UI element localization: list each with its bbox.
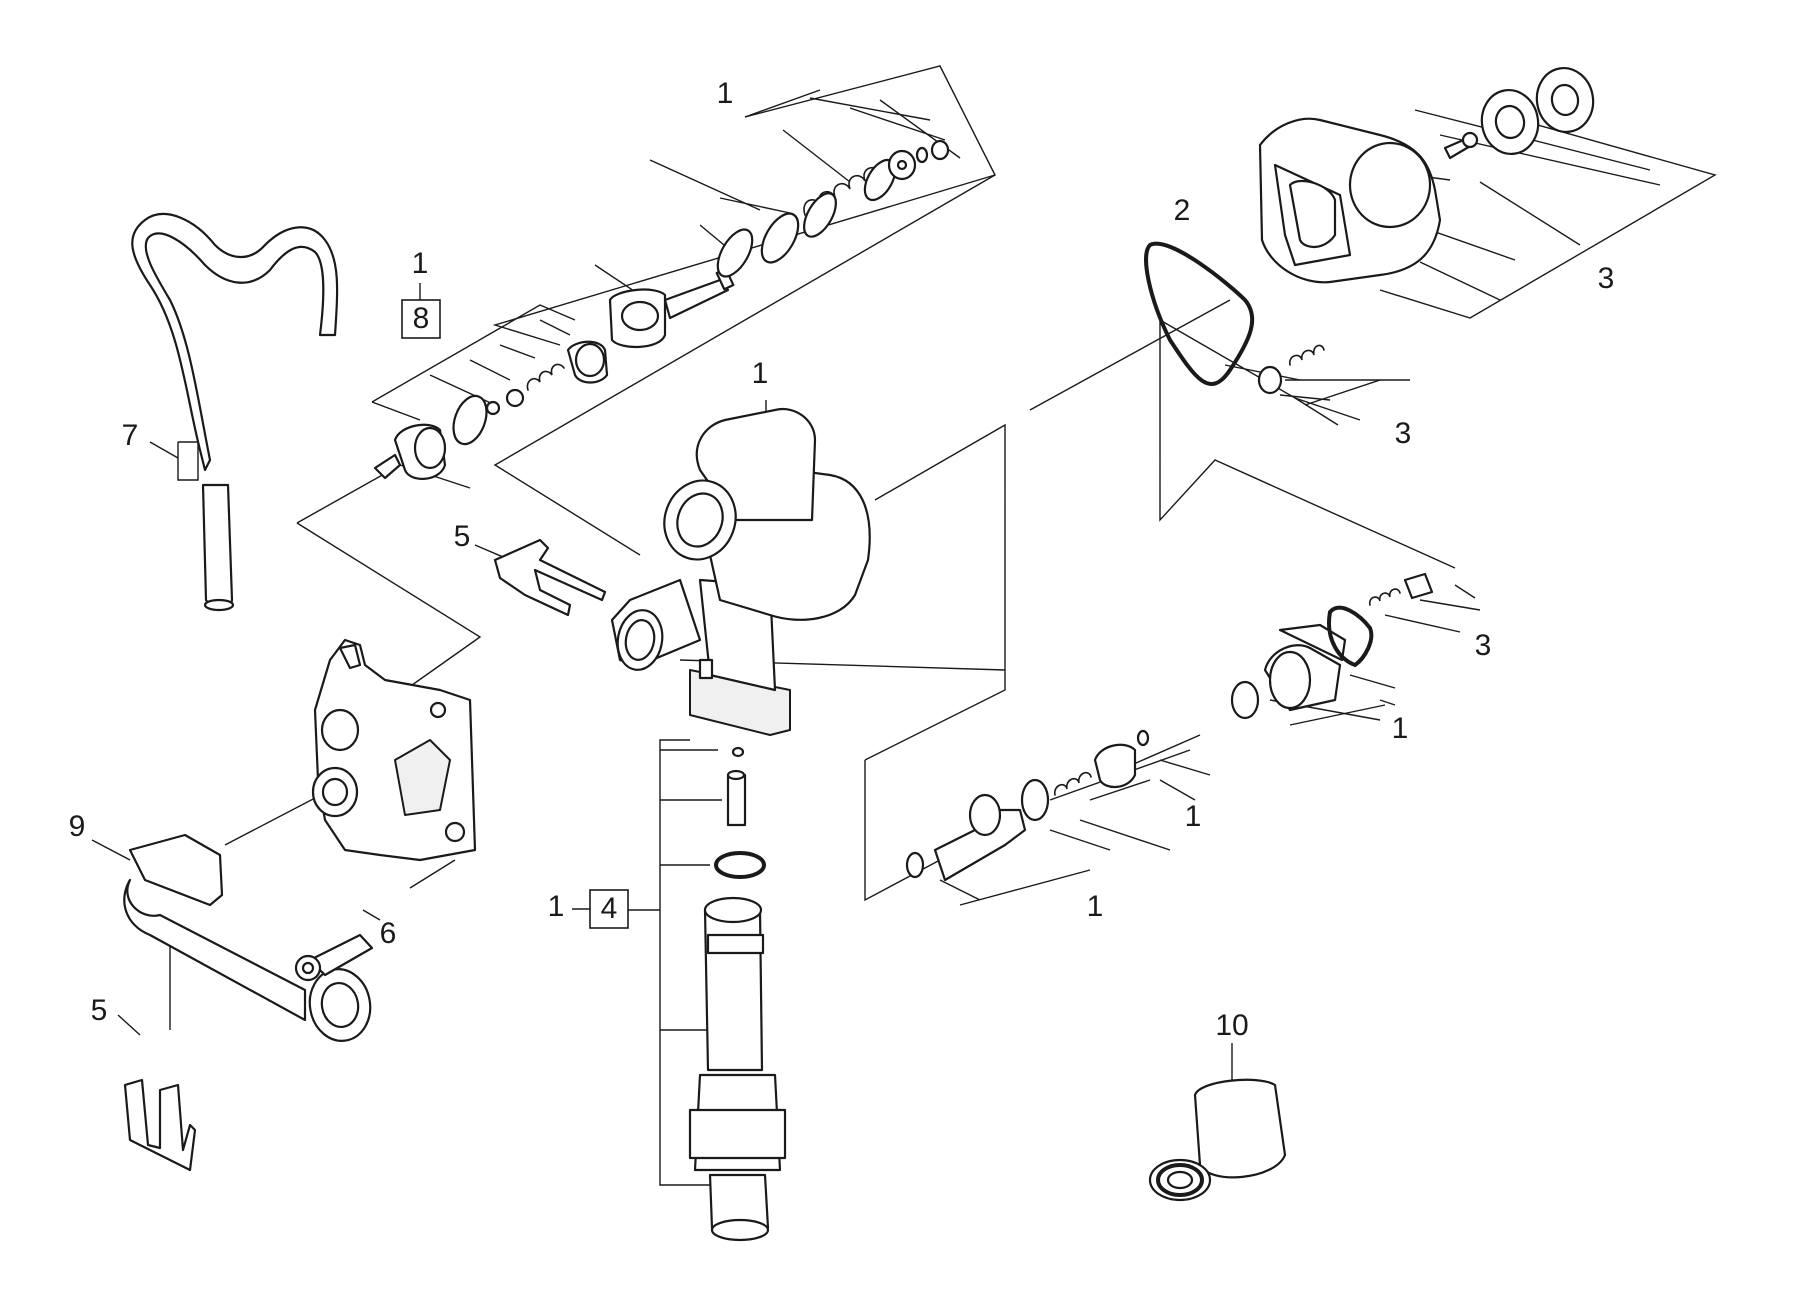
callout-label: 4 [601,892,618,925]
callout-label: 9 [69,810,86,843]
gasket [1144,241,1255,386]
callout-label: 6 [380,917,397,950]
callout-labels: 1 1 8 1 7 5 2 3 3 3 1 1 1 9 6 1 4 5 10 [69,77,1615,1042]
callout-label: 3 [1598,262,1615,295]
callout-label: 10 [1215,1009,1248,1042]
callout-label: 1 [548,890,565,923]
callout-label: 5 [91,994,108,1027]
clip-upper [493,538,607,617]
callout-label: 1 [1185,800,1202,833]
callout-label: 1 [412,247,429,280]
inlet-pipe [688,746,787,1242]
cylinder-head [1258,67,1595,284]
callout-label: 3 [1395,417,1412,450]
valve-insert-right [1230,572,1434,720]
valve-insert-lower [905,729,1150,882]
callout-label: 1 [717,77,734,110]
callout-label: 1 [752,357,769,390]
hose [131,212,339,612]
spring-valve-top [608,139,950,349]
callout-label: 2 [1174,194,1191,227]
spring [803,158,897,238]
pump-head [311,638,477,862]
spring-valve-second [373,340,609,480]
pump-valve-body [610,407,871,736]
leader-lines [91,65,1717,1186]
screw [294,933,374,982]
callout-label: 5 [454,520,471,553]
garden-hose-coupling [1148,1078,1287,1202]
callout-label: 8 [413,302,430,335]
callout-label: 7 [122,419,139,452]
callout-label: 1 [1087,890,1104,923]
callout-label: 1 [1392,712,1409,745]
outlet-tube [123,833,372,1042]
callout-boxes [401,283,629,929]
small-spring-valve-right [1257,344,1325,395]
clip-lower [123,1078,197,1172]
callout-label: 3 [1475,629,1492,662]
